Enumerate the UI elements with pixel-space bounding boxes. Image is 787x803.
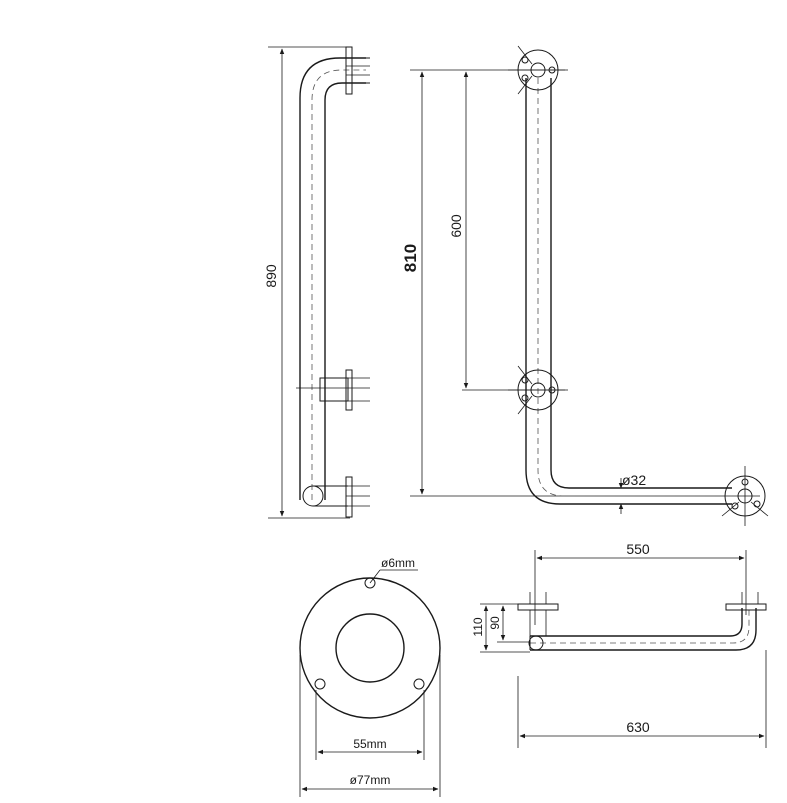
top-view: 550 110 90 630: [471, 541, 767, 748]
flange-outer-circle: [299, 577, 441, 719]
front-flange-middle: [508, 365, 568, 415]
side-bracket-middle: [296, 369, 370, 411]
side-view: 890: [263, 46, 370, 519]
front-flange-right: [721, 466, 769, 526]
screw-hole-top: [364, 577, 376, 589]
depth-inner-label: 90: [488, 616, 502, 630]
hole-spacing-label: 55mm: [353, 737, 386, 751]
side-tube: [299, 57, 366, 500]
side-height-label: 890: [263, 264, 279, 288]
screw-hole-label: ø6mm: [381, 556, 415, 570]
front-mid-height-label: 600: [448, 214, 464, 238]
front-total-height-label: 810: [401, 244, 420, 272]
flange-detail: ø6mm 55mm ø77mm: [299, 556, 441, 797]
tube-diameter-label: ø32: [622, 472, 646, 488]
dimension-tube-diameter: ø32: [618, 472, 646, 514]
dimension-600: 600: [448, 71, 565, 391]
front-tube: [525, 78, 732, 505]
outer-length-label: 630: [626, 719, 650, 735]
front-flange-top: [508, 45, 568, 95]
side-bracket-top: [340, 46, 370, 95]
depth-outer-label: 110: [471, 617, 485, 636]
dimension-810: 810: [401, 69, 760, 497]
dimension-890: 890: [263, 46, 350, 519]
screw-hole-left: [314, 678, 326, 690]
flange-tube-opening: [335, 613, 405, 683]
front-view: 810 600 ø32: [401, 45, 769, 526]
side-bracket-bottom: [302, 476, 370, 518]
inner-length-label: 550: [626, 541, 650, 557]
screw-hole-right: [413, 678, 425, 690]
outer-diameter-label: ø77mm: [350, 773, 391, 787]
